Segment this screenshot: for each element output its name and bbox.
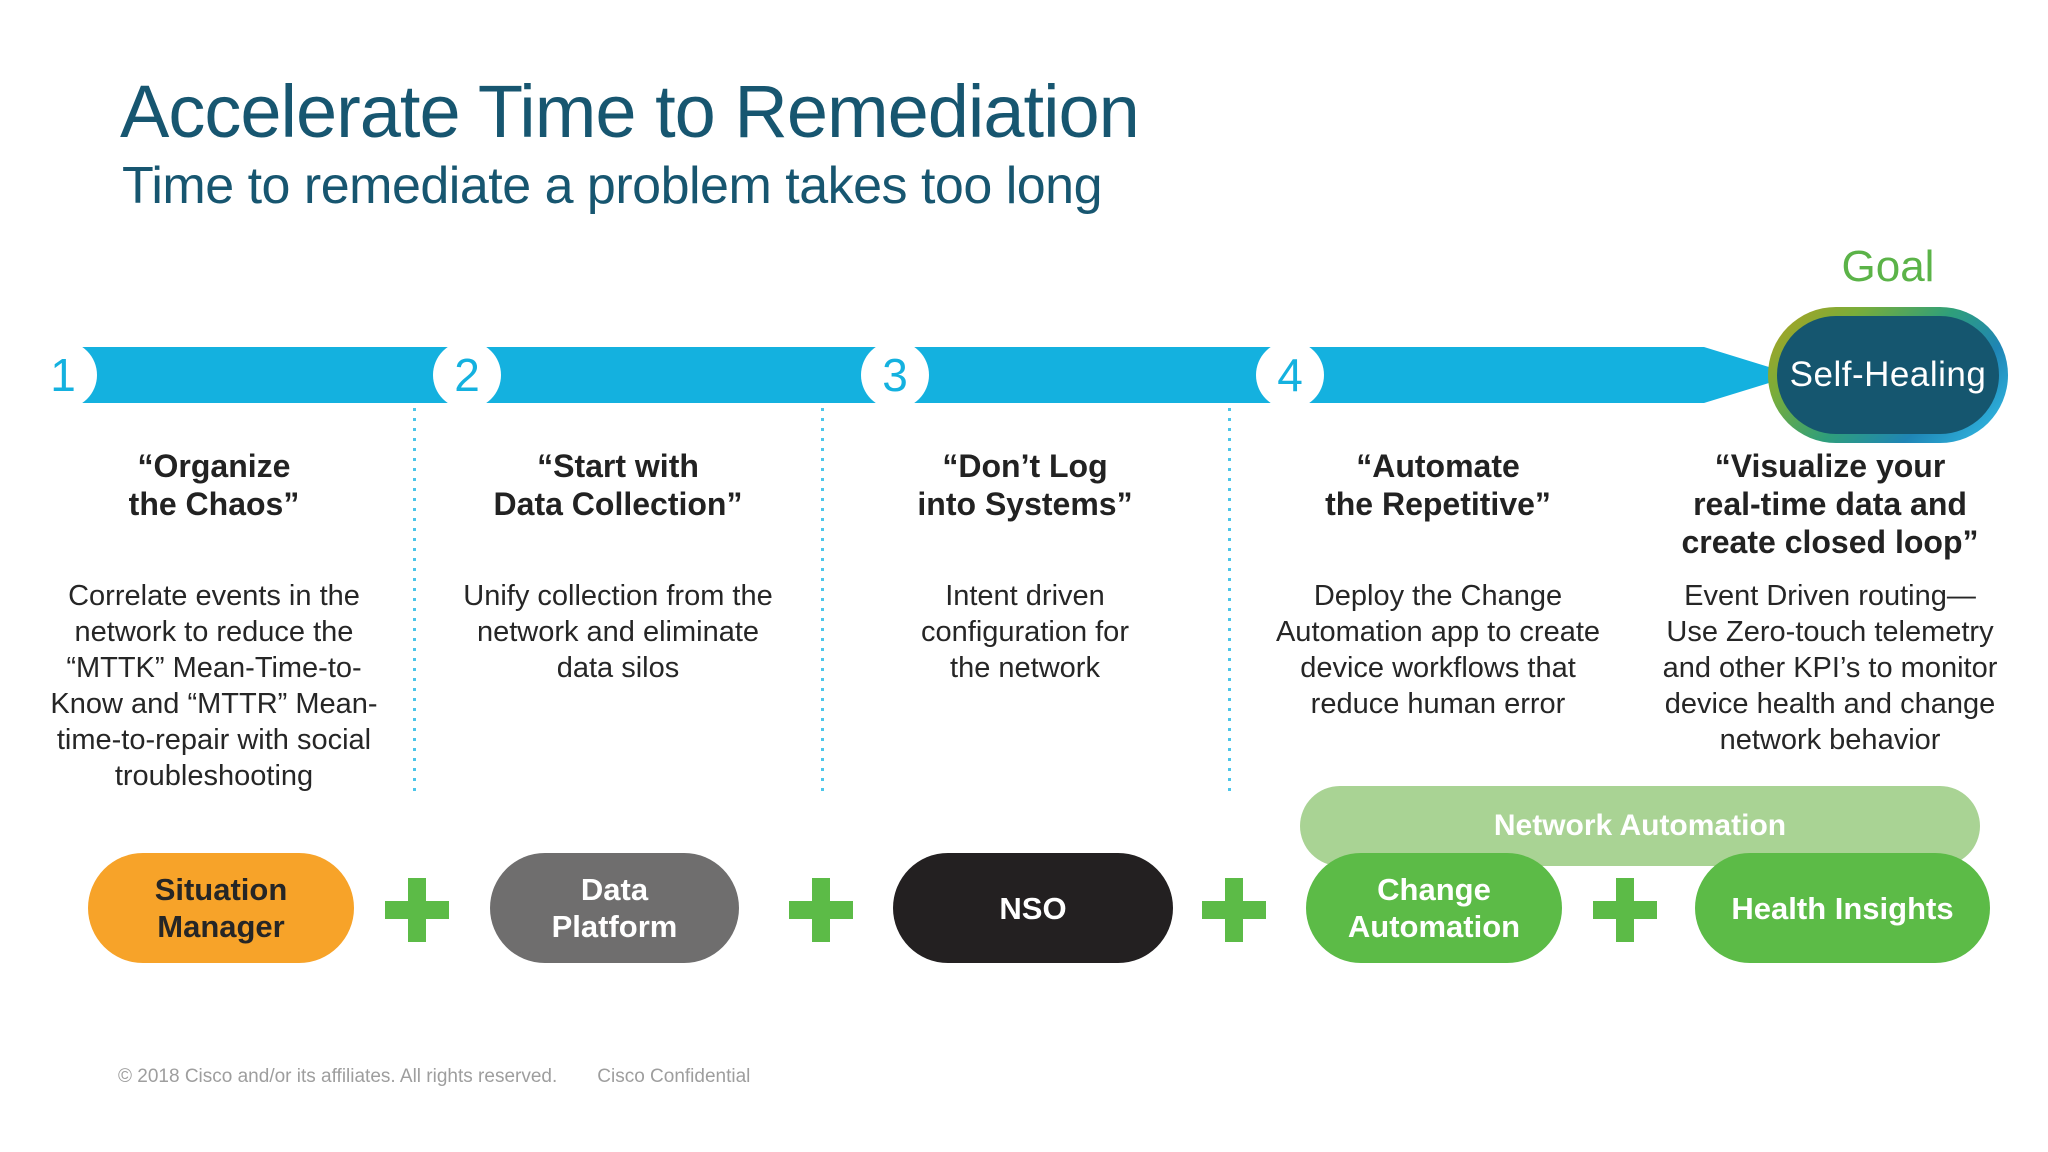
step-number: 1 (50, 349, 76, 401)
plus-icon (1593, 878, 1657, 942)
step-body: Event Driven routing— Use Zero-touch tel… (1662, 580, 1998, 756)
pill-nso: NSO (893, 853, 1173, 963)
step-number-circle: 1 (29, 341, 97, 409)
page-title: Accelerate Time to Remediation (120, 70, 1140, 153)
step-heading: “Visualize your real-time data and creat… (1681, 448, 1979, 560)
step-body: Intent driven configuration for the netw… (921, 580, 1129, 684)
step-number-circle: 2 (433, 341, 501, 409)
step-number-circle: 3 (861, 341, 929, 409)
step-number-circle: 4 (1256, 341, 1324, 409)
network-automation-banner: Network Automation (1300, 786, 1980, 866)
goal-label: Goal (1841, 242, 1935, 291)
goal-pill-ring: Self-Healing (1768, 307, 2008, 443)
page-subtitle: Time to remediate a problem takes too lo… (122, 157, 1103, 215)
step-number: 3 (882, 349, 908, 401)
footer: © 2018 Cisco and/or its affiliates. All … (118, 1066, 750, 1088)
plus-icon (789, 878, 853, 942)
step-heading: “Don’t Log into Systems” (917, 448, 1133, 522)
step-body: Correlate events in the network to reduc… (50, 580, 378, 792)
divider-dotted-line (821, 408, 824, 798)
pill-data-platform: Data Platform (490, 853, 739, 963)
footer-copyright: © 2018 Cisco and/or its affiliates. All … (118, 1066, 558, 1087)
divider-dotted-line (413, 408, 416, 798)
step-body: Deploy the Change Automation app to crea… (1275, 580, 1601, 720)
step-heading: “Start with Data Collection” (493, 448, 743, 522)
plus-icon (1202, 878, 1266, 942)
step-number: 4 (1277, 349, 1303, 401)
plus-icon (385, 878, 449, 942)
step-heading: “Organize the Chaos” (128, 448, 300, 522)
step-heading: “Automate the Repetitive” (1325, 448, 1551, 522)
step-number: 2 (454, 349, 480, 401)
step-body: Unify collection from the network and el… (463, 580, 773, 684)
pill-health-insights: Health Insights (1695, 853, 1990, 963)
divider-dotted-line (1228, 408, 1231, 798)
pill-change-automation: Change Automation (1306, 853, 1562, 963)
pill-situation-manager: Situation Manager (88, 853, 354, 963)
footer-confidential: Cisco Confidential (597, 1066, 751, 1087)
goal-pill: Self-Healing (1777, 316, 1999, 434)
